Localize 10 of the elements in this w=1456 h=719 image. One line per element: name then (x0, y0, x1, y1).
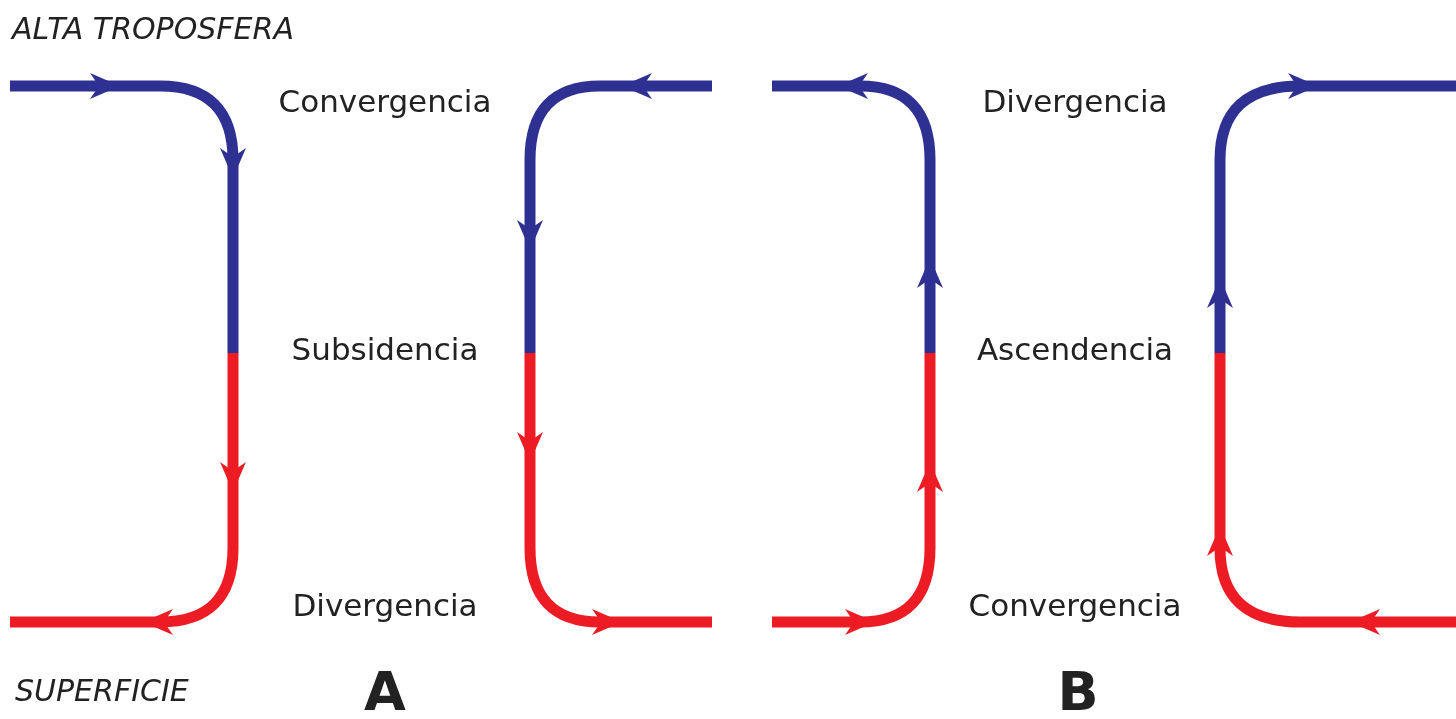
layer-label: SUPERFICIE (15, 676, 189, 706)
panel-letter: A (364, 665, 406, 719)
process-label: Subsidencia (291, 334, 479, 365)
panel-letter: B (1057, 665, 1099, 719)
process-label: Convergencia (278, 86, 492, 117)
process-label: Convergencia (968, 590, 1182, 621)
layer-label: ALTA TROPOSFERA (12, 14, 294, 44)
process-label: Ascendencia (976, 334, 1174, 365)
process-label: Divergencia (982, 86, 1168, 117)
process-label: Divergencia (292, 590, 478, 621)
